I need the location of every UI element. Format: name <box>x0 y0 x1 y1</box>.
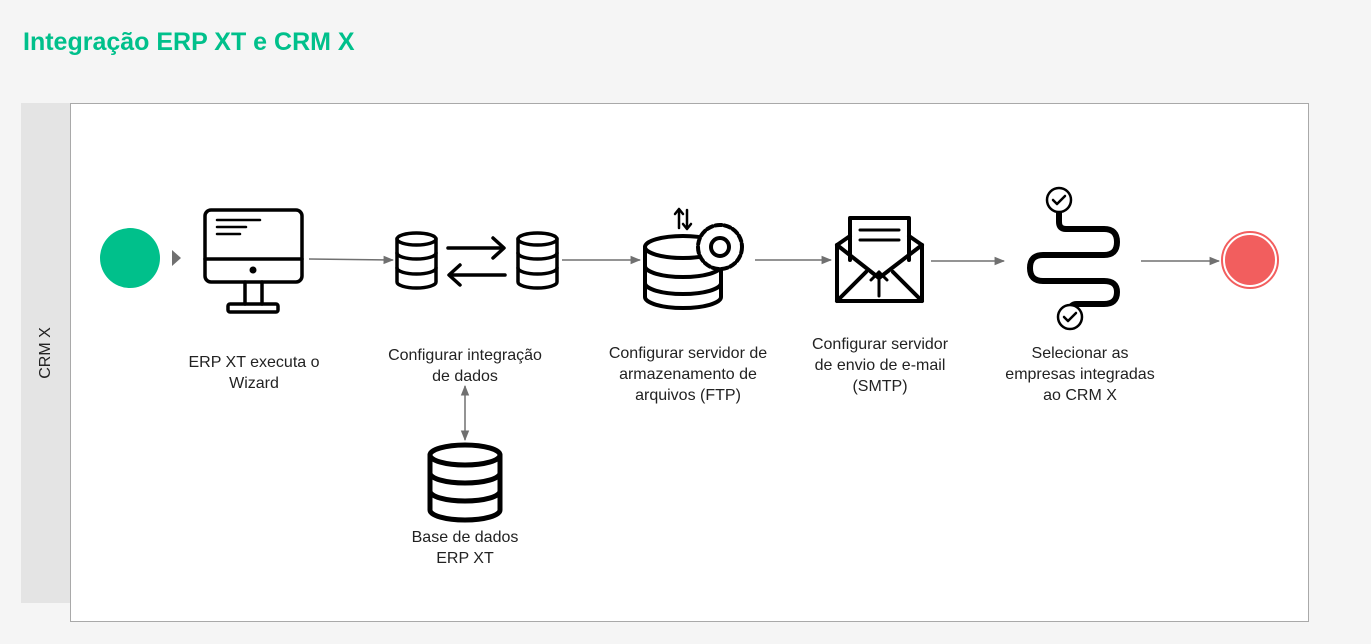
database-gear-icon[interactable] <box>643 207 744 310</box>
connector-wizard-integration <box>308 255 395 265</box>
database-icon[interactable] <box>427 442 503 523</box>
end-event-ring <box>1223 233 1277 287</box>
swimlane-header <box>21 103 70 603</box>
label-ftp: Configurar servidor de armazenamento de … <box>608 345 768 404</box>
label-smtp: Configurar servidor de envio de e-mail (… <box>811 336 949 395</box>
monitor-icon[interactable] <box>203 208 304 314</box>
end-event[interactable] <box>1221 231 1279 289</box>
label-database: Base de dados ERP XT <box>411 529 519 567</box>
mail-upload-icon[interactable] <box>835 216 924 303</box>
path-check-icon[interactable] <box>1027 186 1120 331</box>
database-sync-icon[interactable] <box>395 231 559 290</box>
swimlane-body <box>70 103 1309 622</box>
start-arrow-icon <box>172 250 181 266</box>
label-select-companies: Selecionar as empresas integradas ao CRM… <box>1005 345 1155 404</box>
page-title: Integração ERP XT e CRM X <box>23 28 355 56</box>
label-wizard: ERP XT executa o Wizard <box>188 354 320 392</box>
start-event[interactable] <box>100 228 160 288</box>
label-data-integration: Configurar integração de dados <box>388 347 542 385</box>
